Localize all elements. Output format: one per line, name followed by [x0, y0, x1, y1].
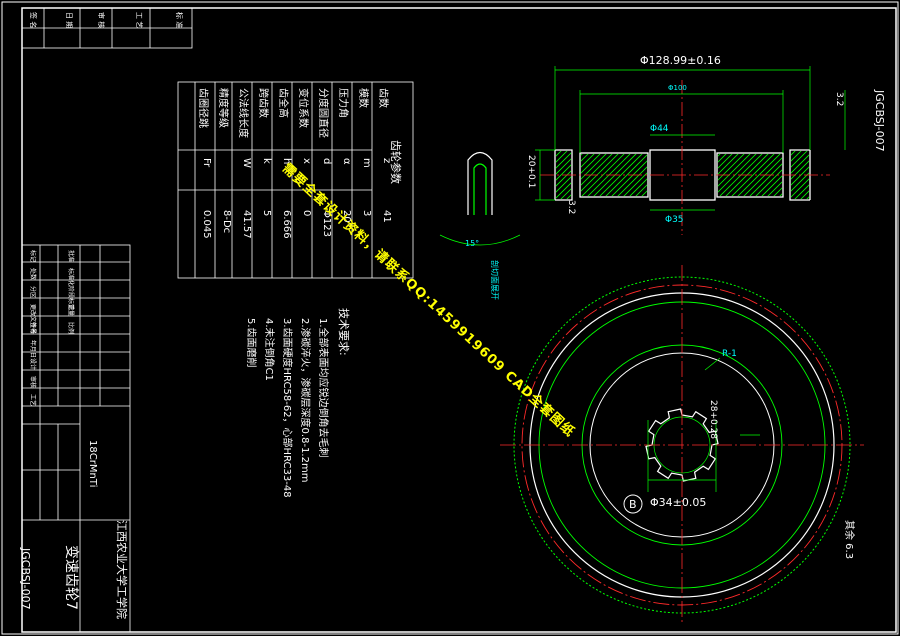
gear-table-cell: 3 — [361, 210, 372, 217]
school-name: 江西农业大学工学院 — [115, 520, 128, 619]
drawing-number: JGCBSJ-007 — [19, 548, 32, 610]
dim-spline-major: 28+0.28 — [708, 400, 718, 440]
roughness-rest: 其余 6.3 — [843, 520, 854, 560]
top-strip-label: 标 准 — [175, 12, 183, 29]
top-strip-label: 日 期 — [65, 12, 73, 29]
tech-req-line: 1.全部表面均应锐边倒角去毛刺 — [317, 318, 328, 458]
gear-table-cell: m — [361, 158, 372, 168]
tech-req-line: 5.齿面磨削 — [245, 318, 256, 368]
slot-note: 剖切面展开 — [490, 260, 499, 300]
gear-table-cell: x — [301, 158, 312, 164]
dim-root: Φ100 — [668, 84, 687, 92]
title-block-label: 处数 — [29, 268, 36, 281]
dim-angle: 15° — [465, 239, 479, 248]
material: 18CrMnTi — [87, 440, 98, 488]
tech-req-title: 技术要求: — [337, 308, 350, 356]
title-block-label: 审核 — [29, 376, 36, 389]
tech-req-line: 3.齿面硬度HRC58-62，心部HRC33-48 — [281, 318, 292, 498]
dim-chamfer: 3.2 — [834, 92, 844, 107]
gear-table-cell: 齿全高 — [277, 88, 288, 118]
gear-table-cell: W — [241, 158, 252, 168]
gear-table-cell: 5 — [261, 210, 272, 217]
drawing-number-side: JGCBSJ-007 — [873, 90, 886, 152]
part-name: 变速齿轮7 — [63, 545, 79, 610]
dim-outer: Φ128.99±0.16 — [640, 54, 721, 67]
gear-table-cell: 41 — [381, 210, 392, 223]
roughness-a: 3.2 — [566, 200, 576, 215]
title-block-label: 年月日 — [29, 340, 36, 359]
top-left-strip — [21, 7, 193, 49]
dim-hub: Φ44 — [650, 124, 669, 134]
dim-spline-minor: Φ34±0.05 — [650, 496, 706, 509]
title-block-label: 设计 — [29, 358, 36, 371]
title-block-label: 批准 — [67, 250, 74, 263]
gear-table-cell: 精度等级 — [217, 88, 228, 128]
dim-bore: Φ35 — [665, 215, 684, 225]
gear-table-cell: z — [381, 158, 392, 164]
title-block-label: 标记 — [29, 250, 36, 263]
gear-table-cell: 齿数 — [377, 88, 388, 108]
title-block-label: 比例 — [67, 322, 74, 335]
front-gear-view — [500, 265, 864, 625]
top-strip-label: 审 核 — [97, 12, 105, 29]
gear-table-cell: 齿圈径跳 — [197, 88, 208, 128]
gear-table-cell: 6.666 — [281, 210, 292, 239]
gear-table-cell: 0 — [301, 210, 312, 217]
top-strip-label: 工 艺 — [135, 12, 143, 29]
title-block-label: 重量 — [67, 304, 74, 317]
top-strip-label: 签 名 — [29, 12, 37, 29]
tech-req-line: 4.未注倒角C1 — [263, 318, 274, 381]
gear-table-frame — [177, 81, 414, 279]
dim-radius: R-1 — [722, 349, 737, 359]
datum-b-label: B — [629, 498, 637, 511]
tech-req-line: 2.渗碳淬火，渗碳层深度0.8-1.2mm — [299, 318, 310, 483]
gear-table-cell: 公法线长度 — [237, 88, 248, 138]
gear-table-cell: 压力角 — [337, 88, 348, 118]
dim-width: 20+0.1 — [526, 155, 536, 189]
section-view — [439, 66, 846, 246]
gear-table-cell: 跨齿数 — [257, 88, 268, 118]
gear-table-cell: 分度圆直径 — [317, 88, 328, 138]
left-title-block — [21, 244, 131, 633]
gear-table-cell: Fr — [201, 158, 212, 168]
gear-table-cell: d — [321, 158, 332, 165]
gear-table-cell: k — [261, 158, 272, 164]
title-block-label: 分区 — [29, 286, 36, 299]
gear-table-cell: 变位系数 — [297, 88, 308, 128]
title-block-label: 标准化 — [67, 268, 74, 287]
gear-table-cell: 模数 — [357, 88, 368, 108]
title-block-label: 签名 — [29, 322, 36, 335]
gear-table-cell: 8-Dc — [221, 210, 232, 234]
title-block-label: 工艺 — [29, 394, 36, 407]
gear-table-cell: 41.57 — [241, 210, 252, 239]
gear-table-cell: 0.045 — [201, 210, 212, 239]
gear-table-cell: α — [341, 158, 352, 165]
